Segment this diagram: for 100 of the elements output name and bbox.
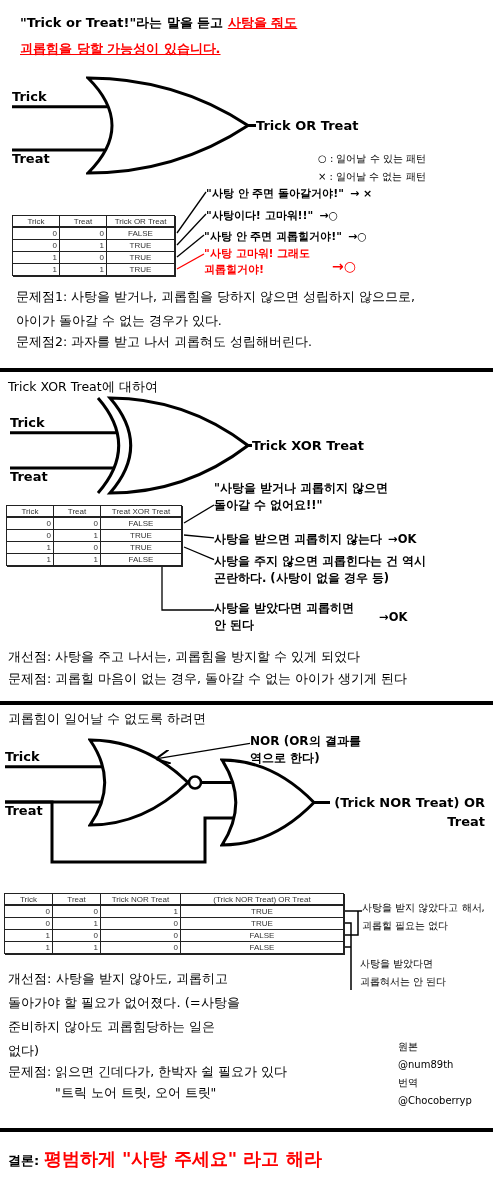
header-cell: Treat XOR Treat [101, 506, 182, 518]
table-cell: 1 [13, 252, 60, 264]
table-cell: TRUE [107, 264, 175, 276]
node-text: "사탕 고마워! 그래도 괴롭힐거야! [204, 246, 312, 278]
table-cell: 0 [13, 228, 60, 240]
table-cell: TRUE [107, 240, 175, 252]
result-mark: →○ [319, 209, 339, 222]
leader-line [183, 534, 215, 539]
wire [248, 444, 252, 447]
note-text: 괴롭힘이 일어날 수 없도록 하려면 [8, 710, 206, 728]
leader-line [176, 253, 205, 270]
table-cell: FALSE [101, 518, 182, 530]
note-text: 문제점2: 과자를 받고 나서 괴롭혀도 성립해버린다. [16, 333, 312, 351]
node-text: "사탕을 받거나 괴롭히지 않으면 돌아갈 수 없어요!!" [214, 480, 389, 514]
note-text: 문제점1: 사탕을 받거나, 괴롭힘을 당하지 않으면 성립하지 않으므로, 아이가 돌아갈 수 없는 경우가 있다. [16, 288, 416, 330]
table-cell: 1 [5, 942, 53, 954]
table-cell: 1 [7, 542, 54, 554]
table-cell: 1 [60, 264, 107, 276]
table-cell: 1 [5, 930, 53, 942]
table-cell: 1 [13, 264, 60, 276]
note-text: Trick XOR Treat에 대하여 [8, 378, 158, 396]
header-cell: (Trick NOR Treat) OR Treat [181, 894, 344, 906]
table-cell: 1 [101, 906, 181, 918]
node-text: "사탕 안 주면 돌아갈거야!" [206, 186, 344, 202]
table-cell: FALSE [101, 554, 182, 566]
note-text: 문제점: 읽으면 긴데다가, 한박자 쉴 필요가 있다 [8, 1063, 288, 1081]
note-text: 개선점: 사탕을 받지 않아도, 괴롭히고 돌아가야 할 필요가 없어졌다. (=사탕을 준비하지 않아도 괴롭힘당하는 일은 없다) [8, 970, 241, 1060]
table-cell: 0 [7, 518, 54, 530]
table-cell: 1 [54, 554, 101, 566]
note-text: ○ : 일어날 수 있는 패턴 [318, 152, 426, 166]
table-cell: 1 [54, 530, 101, 542]
node-text: Treat [5, 802, 43, 820]
table-cell: 1 [7, 554, 54, 566]
wire [248, 124, 256, 127]
node-text: "사탕 안 주면 괴롭힐거야!" [204, 229, 342, 245]
note-text: 원본 [398, 1040, 418, 1054]
node-text: (Trick NOR Treat) OR Treat [333, 794, 485, 831]
table-cell: 0 [53, 930, 101, 942]
leader-line [176, 234, 205, 258]
node-text: Trick OR Treat [256, 117, 359, 135]
result-mark: →OK [388, 532, 417, 546]
leader-line [183, 546, 215, 561]
wire [5, 765, 103, 769]
table-cell: 1 [60, 240, 107, 252]
wire [12, 148, 106, 152]
table-cell: 1 [53, 918, 101, 930]
note-text: 문제점: 괴롭힐 마음이 없는 경우, 돌아갈 수 없는 아이가 생기게 된다 [8, 670, 407, 688]
table-cell: TRUE [107, 252, 175, 264]
note-text: × : 일어날 수 없는 패턴 [318, 170, 426, 184]
note-text: 개선점: 사탕을 주고 나서는, 괴롭힘을 방지할 수 있게 되었다 [8, 648, 360, 666]
note-text: 사탕을 받지 않았다고 해서, 괴롭힐 필요는 없다 [362, 901, 486, 933]
table-cell: TRUE [101, 530, 182, 542]
result-mark: → × [349, 187, 373, 200]
wire [10, 466, 115, 470]
wire [202, 781, 233, 784]
note-text: @num89th [398, 1058, 454, 1072]
node-text: 사탕을 받았다면 괴롭히면 안 된다 [214, 600, 355, 634]
node-text: "사탕이다! 고마워!!" [206, 208, 314, 224]
node-text: Trick [5, 748, 40, 766]
wire [314, 801, 330, 804]
header-cell: Trick [5, 894, 53, 906]
header-cell: Trick OR Treat [107, 216, 175, 228]
table-cell: 0 [54, 542, 101, 554]
leader-line [176, 213, 207, 246]
table-cell: FALSE [181, 942, 344, 954]
note-text: 번역 [398, 1076, 418, 1090]
node-text: Treat [12, 150, 50, 168]
node-text: Trick XOR Treat [252, 437, 364, 455]
table-cell: TRUE [181, 918, 344, 930]
node-text: Trick [12, 88, 47, 106]
leader-line [176, 191, 207, 234]
header-cell: Trick [13, 216, 60, 228]
header-cell: Treat [53, 894, 101, 906]
table-cell: 0 [54, 518, 101, 530]
header-cell: Trick NOR Treat [101, 894, 181, 906]
arrow [154, 742, 251, 765]
table-cell: FALSE [107, 228, 175, 240]
node-text: Trick [10, 414, 45, 432]
wire [10, 431, 118, 435]
note-text: 사탕을 받았다면 괴롭혀서는 안 된다 [360, 957, 448, 989]
table-cell: 0 [7, 530, 54, 542]
table-cell: 0 [101, 942, 181, 954]
node-text: Treat [10, 468, 48, 486]
table-cell: 0 [13, 240, 60, 252]
note-text: "트릭 노어 트릿, 오어 트릿" [55, 1084, 217, 1102]
table-cell: 0 [5, 918, 53, 930]
table-cell: FALSE [181, 930, 344, 942]
conclusion-text: 결론: 평범하게 "사탕 주세요" 라고 해라 [8, 1150, 322, 1171]
result-mark: →○ [347, 230, 367, 243]
wire [12, 105, 109, 109]
heading-text: "Trick or Treat!"라는 말을 듣고 사탕을 줘도 괴롭힘을 당할 가능성이 있습니다. [20, 14, 299, 58]
table-cell: 0 [101, 918, 181, 930]
table-cell: 0 [5, 906, 53, 918]
table-cell: 0 [101, 930, 181, 942]
node-text: NOR (OR의 결과를 역으로 한다) [250, 733, 362, 768]
table-cell: 0 [53, 906, 101, 918]
header-cell: Treat [60, 216, 107, 228]
table-cell: TRUE [101, 542, 182, 554]
leader-line [183, 504, 215, 524]
result-mark: →OK [379, 610, 408, 624]
